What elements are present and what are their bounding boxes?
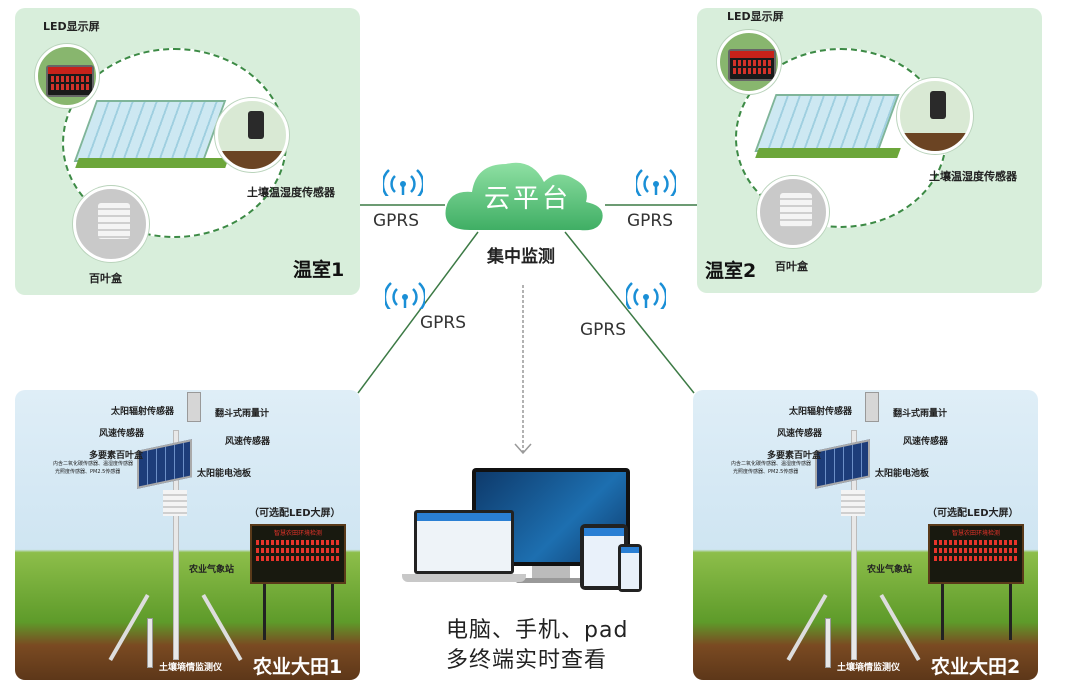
louver-box-icon — [780, 193, 812, 227]
devices-caption-line2: 多终端实时查看 — [446, 648, 608, 673]
greenhouse1-louver-circle — [73, 186, 149, 262]
greenhouse1-led-label: LED显示屏 — [43, 20, 100, 33]
rain-gauge-icon — [187, 392, 201, 422]
greenhouse2-louver-label: 百叶盒 — [775, 260, 808, 273]
field1-multi-box-label: 多要素百叶盒 — [89, 451, 144, 461]
link-line-field1 — [357, 231, 479, 394]
field1-title: 农业大田1 — [253, 656, 343, 678]
tripod-leg — [108, 594, 150, 661]
wifi-signal-icon — [626, 282, 666, 309]
gprs-label-field2: GPRS — [580, 320, 627, 340]
cloud-label: 云平台 — [484, 184, 572, 214]
link-line-field2 — [564, 231, 695, 394]
soil-sensor-icon — [930, 91, 946, 119]
cloud-icon — [445, 162, 603, 231]
greenhouse2-title: 温室2 — [705, 260, 757, 282]
devices-group — [400, 468, 650, 598]
field2-weather-station-label: 农业气象站 — [867, 565, 913, 575]
weather-station-pole — [851, 430, 857, 660]
wifi-signal-icon — [383, 169, 423, 196]
soil-probe-icon — [147, 618, 153, 668]
field2-led-optional-label: （可选配LED大屏） — [927, 508, 1019, 519]
greenhouse2-soil-sensor-circle — [897, 78, 973, 154]
field2-wind-direction-label: 风速传感器 — [903, 437, 949, 447]
greenhouse1-led-screen — [46, 65, 94, 97]
field1-solar-radiation-label: 太阳辐射传感器 — [111, 407, 175, 417]
field2-multi-box-label: 多要素百叶盒 — [767, 451, 822, 461]
greenhouse1-panel: LED显示屏 土壤温湿度传感器 百叶盒 温室1 — [15, 8, 360, 295]
louver-box-icon — [163, 490, 187, 516]
wifi-signal-icon — [636, 169, 676, 196]
greenhouse2-led-circle — [717, 30, 781, 94]
field2-rain-gauge-label: 翻斗式雨量计 — [893, 409, 948, 419]
field2-title: 农业大田2 — [931, 656, 1021, 678]
greenhouse2-led-label: LED显示屏 — [727, 10, 784, 23]
field1-weather-station-label: 农业气象站 — [189, 565, 235, 575]
down-arrow-head — [514, 443, 532, 455]
soil-probe-icon — [825, 618, 831, 668]
field2-solar-radiation-label: 太阳辐射传感器 — [789, 407, 853, 417]
field1-solar-panel-label: 太阳能电池板 — [197, 469, 252, 479]
field2-screen-title: 智慧农田环境检测 — [951, 530, 1000, 537]
louver-box-icon — [841, 490, 865, 516]
gprs-label-greenhouse1: GPRS — [373, 211, 420, 231]
field1-wind-speed-label: 风速传感器 — [99, 429, 145, 439]
field1-soil-monitor-label: 土壤墒情监测仪 — [159, 663, 223, 673]
screen-stand — [263, 584, 266, 640]
field1-multi-box-detail1: 内含二氧化碳传感器、温湿度传感器 — [53, 461, 134, 467]
greenhouse2-ground — [755, 148, 901, 158]
tripod-leg — [786, 594, 828, 661]
greenhouse1-soil-sensor-label: 土壤温湿度传感器 — [247, 186, 335, 199]
field1-multi-box-detail2: 光照度传感器、PM2.5传感器 — [55, 469, 121, 475]
field1-led-optional-label: （可选配LED大屏） — [249, 508, 341, 519]
phone-icon — [618, 544, 642, 592]
field1-wind-direction-label: 风速传感器 — [225, 437, 271, 447]
field2-soil-monitor-label: 土壤墒情监测仪 — [837, 663, 901, 673]
rain-gauge-icon — [865, 392, 879, 422]
gprs-label-greenhouse2: GPRS — [627, 211, 674, 231]
cloud-sub-label: 集中监测 — [487, 247, 555, 267]
field2-led-big-screen: 智慧农田环境检测 — [928, 524, 1024, 584]
greenhouse1-led-circle — [35, 44, 99, 108]
gprs-label-field1: GPRS — [420, 313, 467, 333]
tripod-leg — [201, 594, 243, 661]
screen-stand — [1009, 584, 1012, 640]
greenhouse1-title: 温室1 — [293, 259, 345, 281]
field1-screen-title: 智慧农田环境检测 — [273, 530, 322, 537]
field2-wind-speed-label: 风速传感器 — [777, 429, 823, 439]
field1-panel: 太阳辐射传感器 翻斗式雨量计 风速传感器 风速传感器 多要素百叶盒 内含二氧化碳… — [15, 390, 360, 680]
solar-panel-icon — [815, 439, 870, 489]
weather-station-pole — [173, 430, 179, 660]
field2-solar-panel-label: 太阳能电池板 — [875, 469, 930, 479]
screen-stand — [331, 584, 334, 640]
greenhouse1-ground — [75, 158, 229, 168]
laptop-icon — [414, 510, 514, 574]
greenhouse1-building — [73, 100, 227, 162]
greenhouse1-louver-label: 百叶盒 — [89, 272, 122, 285]
solar-panel-icon — [137, 439, 192, 489]
field2-multi-box-detail2: 光照度传感器、PM2.5传感器 — [733, 469, 799, 475]
field1-led-big-screen: 智慧农田环境检测 — [250, 524, 346, 584]
greenhouse2-led-screen — [728, 49, 776, 81]
greenhouse2-panel: LED显示屏 土壤温湿度传感器 百叶盒 温室2 — [697, 8, 1042, 293]
louver-box-icon — [98, 203, 130, 239]
greenhouse2-building — [754, 94, 900, 152]
greenhouse1-soil-sensor-circle — [215, 98, 289, 172]
greenhouse2-soil-sensor-label: 土壤温湿度传感器 — [929, 170, 1017, 183]
wifi-signal-icon — [385, 282, 425, 309]
greenhouse2-louver-circle — [757, 176, 829, 248]
field2-panel: 太阳辐射传感器 翻斗式雨量计 风速传感器 风速传感器 多要素百叶盒 内含二氧化碳… — [693, 390, 1038, 680]
soil-sensor-icon — [248, 111, 264, 139]
tripod-leg — [879, 594, 921, 661]
field2-multi-box-detail1: 内含二氧化碳传感器、温湿度传感器 — [731, 461, 812, 467]
screen-stand — [941, 584, 944, 640]
field1-rain-gauge-label: 翻斗式雨量计 — [215, 409, 270, 419]
devices-caption-line1: 电脑、手机、pad — [446, 618, 629, 643]
